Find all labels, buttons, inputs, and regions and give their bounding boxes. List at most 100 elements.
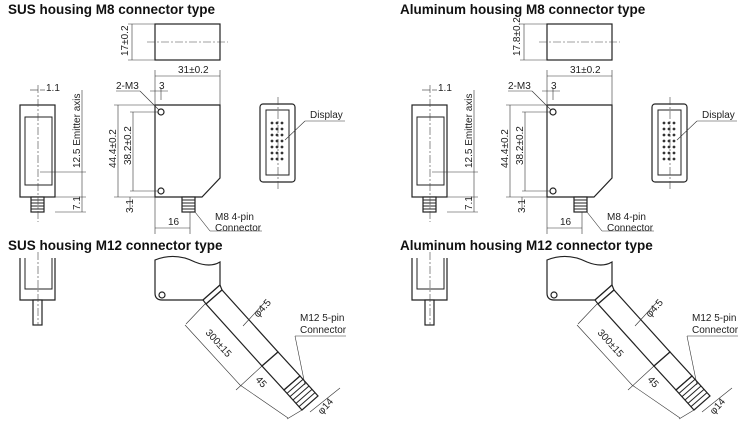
m12-connector-label-2: Connector (692, 325, 739, 336)
rear-view (651, 103, 688, 183)
display-led (672, 157, 676, 161)
lens-window (416, 258, 445, 290)
m12-body (546, 255, 613, 301)
dimension-line (531, 90, 552, 111)
display-led (662, 127, 666, 131)
dim-cable-dia: φ4.5 (644, 297, 666, 320)
display-label: Display (702, 110, 735, 121)
m12-connector-label: M12 5-pin (300, 313, 344, 324)
m8-connector (573, 196, 588, 213)
display-led (662, 157, 666, 161)
display-led (672, 145, 676, 149)
mount-hole (158, 291, 166, 299)
knurl (684, 385, 702, 401)
display-led (280, 139, 284, 143)
m12-section-title: Aluminum housing M12 connector type (400, 238, 653, 253)
dim-thickness: 17±0.2 (120, 25, 131, 56)
dim-emitter-axis: 12.5 Emitter axis (72, 94, 83, 168)
knurl (292, 385, 310, 401)
display-led (672, 139, 676, 143)
display-led (662, 151, 666, 155)
dimension-line (286, 409, 303, 420)
knurl (678, 378, 696, 394)
dimension-line (242, 301, 266, 327)
m12-cable-side (424, 299, 435, 326)
m8-section-title: Aluminum housing M8 connector type (400, 2, 646, 17)
knurl (690, 392, 708, 408)
panel-aluminum: Aluminum housing M8 connector typeAlumin… (400, 2, 739, 420)
display-led (270, 157, 274, 161)
dim-hole-bottom: 3.1 (517, 199, 528, 213)
dimension-line (686, 335, 698, 386)
dimension-line (235, 365, 263, 391)
lens-window (24, 258, 53, 290)
dimension-line (577, 303, 598, 325)
dim-height: 44.4±0.2 (500, 129, 511, 168)
dimension-line (239, 384, 289, 419)
m8-connector (181, 196, 196, 213)
display-led (662, 145, 666, 149)
dim-bottom-offset: 7.1 (72, 196, 83, 210)
display-led (280, 133, 284, 137)
knurl (687, 388, 705, 404)
m8-connector-label-2: Connector (607, 223, 654, 234)
dimension-line (309, 387, 341, 413)
dim-lens-offset: 1.1 (46, 83, 60, 94)
mount-hole (157, 187, 165, 195)
display-led (672, 121, 676, 125)
dim-width: 31±0.2 (570, 65, 601, 76)
m8-connector-side (30, 196, 45, 213)
dim-width: 31±0.2 (178, 65, 209, 76)
dim-connector-dia: φ14 (316, 396, 336, 417)
display-led (270, 121, 274, 125)
dim-cable-length: 300±15 (595, 328, 626, 360)
m12-connector-label: M12 5-pin (692, 313, 736, 324)
display-led (662, 139, 666, 143)
dim-connector-pos: 16 (560, 217, 572, 228)
m8-connector-label: M8 4-pin (215, 212, 254, 223)
dimension-line (701, 387, 733, 413)
display-led (280, 151, 284, 155)
display-led (270, 139, 274, 143)
display-led (270, 133, 274, 137)
side-view (19, 104, 56, 198)
dimension-line (586, 211, 603, 232)
m12-cable-side (32, 299, 43, 326)
dim-hole-pitch: 38.2±0.2 (515, 126, 526, 165)
dim-height: 44.4±0.2 (108, 129, 119, 168)
dimension-line (678, 409, 695, 420)
dimension-line (576, 324, 633, 386)
dimension-line (627, 365, 655, 391)
display-led (280, 127, 284, 131)
mount-hole (550, 291, 558, 299)
knurl (283, 375, 301, 391)
dim-cable-dia: φ4.5 (252, 297, 274, 320)
dim-cable-length: 300±15 (203, 328, 234, 360)
dim-connector-length: 45 (645, 375, 661, 391)
m8-section-title: SUS housing M8 connector type (8, 2, 216, 17)
knurl (286, 378, 304, 394)
dimension-line (185, 303, 206, 325)
m12-section-title: SUS housing M12 connector type (8, 238, 223, 253)
display-led (280, 157, 284, 161)
knurl (675, 375, 693, 391)
display-led (662, 133, 666, 137)
dim-hole-pitch: 38.2±0.2 (123, 126, 134, 165)
dimension-line (194, 211, 211, 232)
display-led (672, 127, 676, 131)
display-frame (265, 109, 290, 176)
display-led (280, 121, 284, 125)
lens-window (24, 116, 53, 186)
m12-body (154, 255, 221, 301)
screw-label: 2-M3 (508, 81, 531, 92)
display-frame (657, 109, 682, 176)
dim-thickness: 17.8±0.2 (512, 17, 523, 56)
knurl (289, 382, 307, 398)
display-led (672, 151, 676, 155)
m12-connector-label-2: Connector (300, 325, 347, 336)
display-label: Display (310, 110, 343, 121)
dim-bottom-offset: 7.1 (464, 196, 475, 210)
dim-connector-dia: φ14 (708, 396, 728, 417)
knurl (298, 392, 316, 408)
